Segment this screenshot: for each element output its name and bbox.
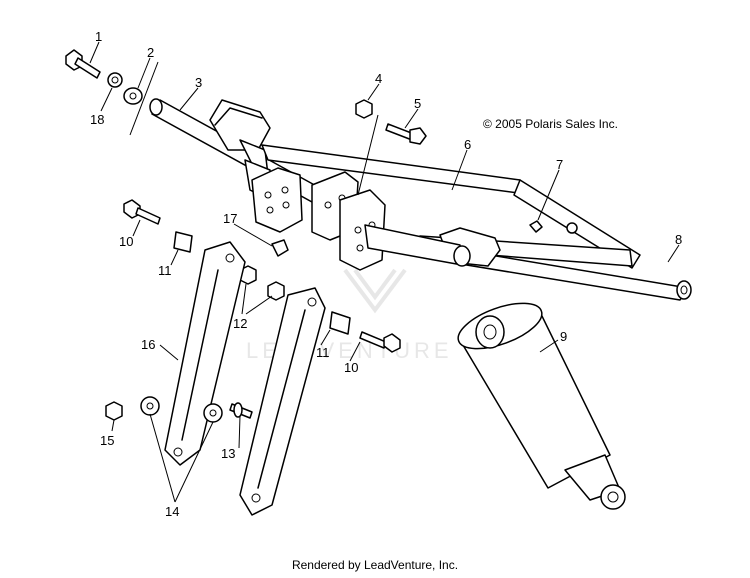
link-arm-16b bbox=[239, 287, 326, 516]
callout-18: 18 bbox=[90, 112, 104, 127]
callout-6: 6 bbox=[464, 137, 471, 152]
shock-absorber-9 bbox=[457, 302, 626, 510]
callout-3: 3 bbox=[195, 75, 202, 90]
nut-4 bbox=[355, 99, 373, 119]
bolt-10-lower bbox=[359, 331, 401, 353]
callout-10-upper: 10 bbox=[119, 234, 133, 249]
callout-12: 12 bbox=[233, 316, 247, 331]
leader-lines bbox=[89, 41, 680, 503]
bushing-11-lower bbox=[329, 311, 351, 335]
grease-fitting-17 bbox=[271, 239, 289, 257]
link-arm-16 bbox=[164, 241, 246, 466]
bolt-10-upper bbox=[123, 199, 161, 225]
callout-8: 8 bbox=[675, 232, 682, 247]
callout-2: 2 bbox=[147, 45, 154, 60]
callout-4: 4 bbox=[375, 71, 382, 86]
callout-13: 13 bbox=[221, 446, 235, 461]
callout-7: 7 bbox=[556, 157, 563, 172]
nut-12-b bbox=[267, 281, 285, 301]
mount-brackets bbox=[251, 167, 471, 271]
bolt-7 bbox=[529, 220, 578, 234]
callout-10-lower: 10 bbox=[344, 360, 358, 375]
callout-17: 17 bbox=[223, 211, 237, 226]
callout-15: 15 bbox=[100, 433, 114, 448]
bolt-1 bbox=[65, 49, 101, 79]
callout-5: 5 bbox=[414, 96, 421, 111]
callout-1: 1 bbox=[95, 29, 102, 44]
bolt-5 bbox=[385, 123, 427, 145]
callout-16: 16 bbox=[141, 337, 155, 352]
washer-2 bbox=[123, 87, 143, 105]
callout-9: 9 bbox=[560, 329, 567, 344]
callout-11-lower: 11 bbox=[316, 345, 330, 360]
copyright-text: © 2005 Polaris Sales Inc. bbox=[483, 117, 618, 131]
washer-14-b bbox=[203, 403, 223, 423]
bushing-11-upper bbox=[173, 231, 193, 253]
nut-15 bbox=[105, 401, 123, 421]
section-break-line bbox=[129, 61, 159, 136]
washer-14-a bbox=[140, 396, 160, 416]
footer-credit: Rendered by LeadVenture, Inc. bbox=[291, 558, 459, 572]
callout-14: 14 bbox=[165, 504, 179, 519]
callout-11-upper: 11 bbox=[158, 263, 172, 278]
callout-labels: 1 2 3 4 5 6 7 8 9 10 10 11 11 12 13 14 1… bbox=[90, 29, 682, 519]
washer-18 bbox=[107, 72, 123, 88]
bolt-13 bbox=[229, 402, 253, 419]
